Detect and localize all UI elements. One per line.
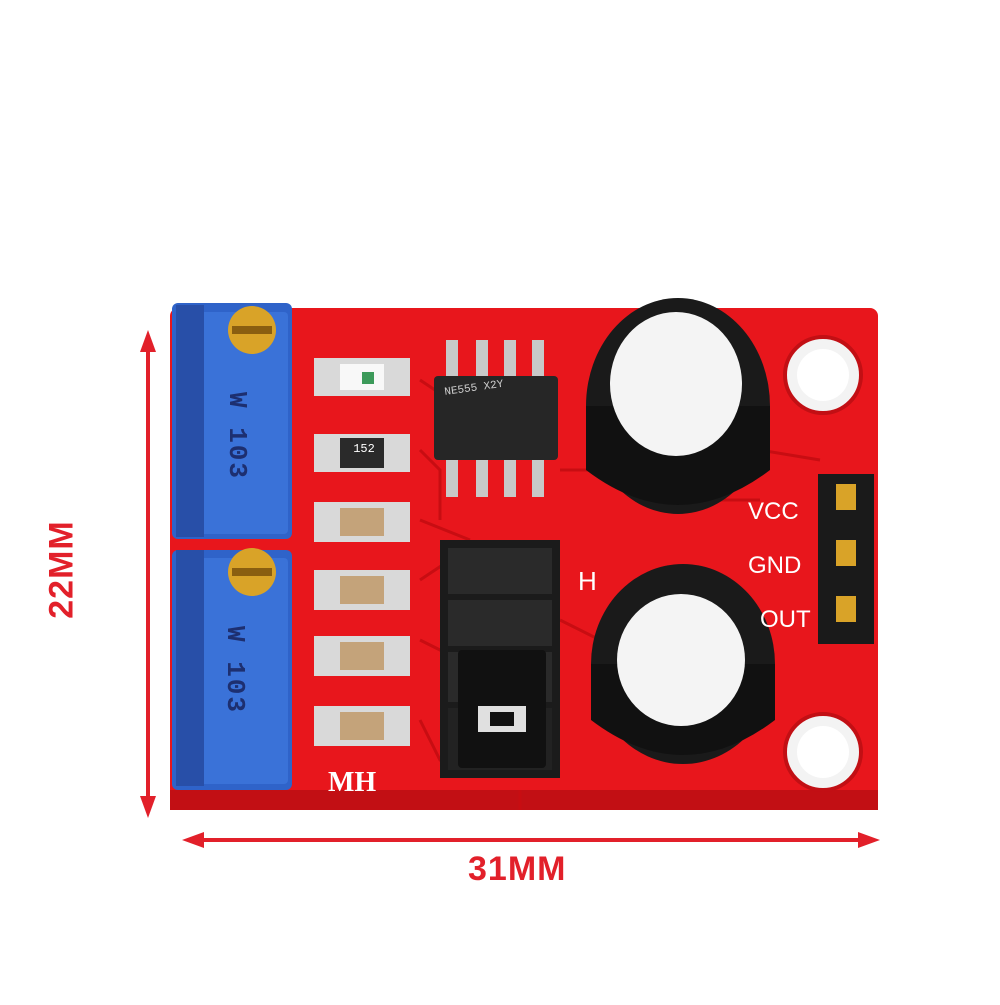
- resistor-component: [314, 434, 410, 472]
- height-dimension-label: 22MM: [42, 520, 81, 619]
- ic-chip: [434, 340, 558, 497]
- dimension-arrow-icon: [182, 832, 880, 848]
- potentiometer-top: [172, 303, 292, 539]
- dimension-arrow-icon: [140, 330, 156, 818]
- mounting-hole-icon: [783, 712, 863, 792]
- mounting-hole-icon: [783, 335, 863, 415]
- smd-capacitor: [314, 636, 410, 676]
- pin-label-out: OUT: [760, 606, 811, 633]
- electrolytic-capacitor-top: [586, 298, 770, 514]
- resistor-marking: 152: [353, 442, 375, 456]
- potentiometer-bottom: [172, 548, 292, 790]
- electrolytic-capacitor-bottom: [591, 564, 775, 764]
- potentiometer-marking-bottom: W 103: [220, 626, 250, 715]
- jumper-icon: [458, 650, 546, 768]
- pin-label-vcc: VCC: [748, 498, 799, 525]
- jumper-label: H: [578, 566, 597, 596]
- brand-label: MH: [328, 767, 377, 798]
- potentiometer-marking-top: W 103: [222, 392, 252, 481]
- width-dimension-label: 31MM: [468, 850, 567, 888]
- smd-capacitor: [314, 502, 410, 542]
- pin-header-icon: [818, 474, 874, 644]
- smd-capacitor: [314, 570, 410, 610]
- smd-capacitor: [314, 706, 410, 746]
- led-component: [314, 358, 410, 396]
- pin-label-gnd: GND: [748, 552, 802, 579]
